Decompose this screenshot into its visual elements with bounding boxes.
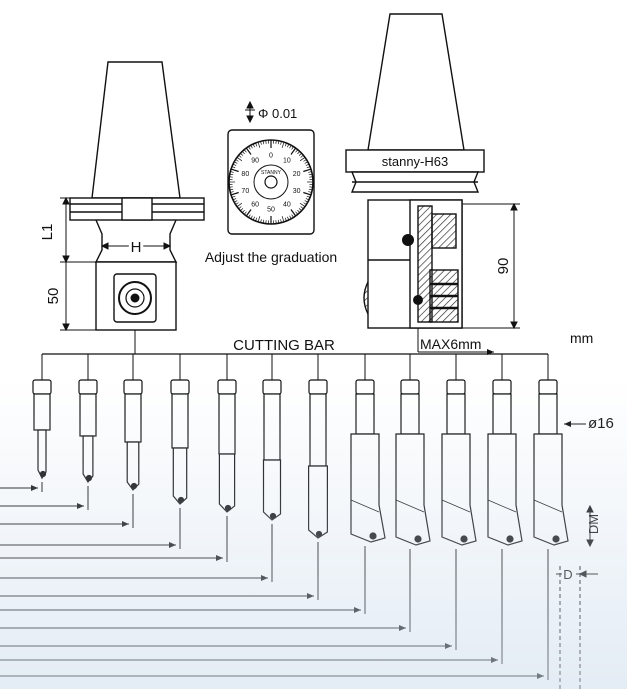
dial-number: 50 xyxy=(267,207,275,214)
dial-center-text: STANNY xyxy=(261,170,282,176)
label-cutting-bar: CUTTING BAR xyxy=(233,337,335,354)
cutting-bar-1 xyxy=(32,379,52,480)
dial-number: 60 xyxy=(251,201,259,208)
label-h: H xyxy=(131,239,142,256)
cutting-bar-11 xyxy=(487,379,523,546)
dial-number: 10 xyxy=(283,158,291,165)
d-dimension xyxy=(556,566,598,689)
cutting-bar-9 xyxy=(395,379,431,546)
right-holder xyxy=(345,13,485,329)
label-shank-dia: ø16 xyxy=(588,415,614,432)
cutting-bar-12 xyxy=(533,379,569,546)
cutting-bar-6 xyxy=(262,379,282,521)
right-taper xyxy=(367,13,465,151)
cutting-bars xyxy=(32,353,569,546)
dial-number: 90 xyxy=(251,158,259,165)
cutting-bar-4 xyxy=(170,379,190,505)
dial-number: 20 xyxy=(293,171,301,178)
cutting-bar-10 xyxy=(441,379,477,546)
label-max6: MAX6mm xyxy=(420,336,481,352)
label-50: 50 xyxy=(45,288,62,305)
left-taper xyxy=(91,61,181,199)
label-l1: L1 xyxy=(39,224,56,241)
dial-number: 70 xyxy=(241,188,249,195)
cutting-bar-3 xyxy=(123,379,143,491)
dial-number: 30 xyxy=(293,188,301,195)
label-phi: Φ 0.01 xyxy=(258,106,297,121)
dial-number: 80 xyxy=(241,171,249,178)
label-adjust: Adjust the graduation xyxy=(205,249,337,265)
dial-number: 0 xyxy=(269,153,273,160)
label-90: 90 xyxy=(495,258,512,275)
dial-number: 40 xyxy=(283,201,291,208)
tolerance-symbol xyxy=(245,100,255,124)
cutting-bar-5 xyxy=(217,379,237,513)
cutting-bar-8 xyxy=(350,379,386,543)
label-d: D xyxy=(563,567,572,582)
cutting-bar-2 xyxy=(78,379,98,484)
label-dm: DM xyxy=(586,514,601,534)
label-unit: mm xyxy=(570,330,593,346)
label-brand: stanny-H63 xyxy=(382,154,448,169)
cutting-bar-7 xyxy=(308,379,328,539)
